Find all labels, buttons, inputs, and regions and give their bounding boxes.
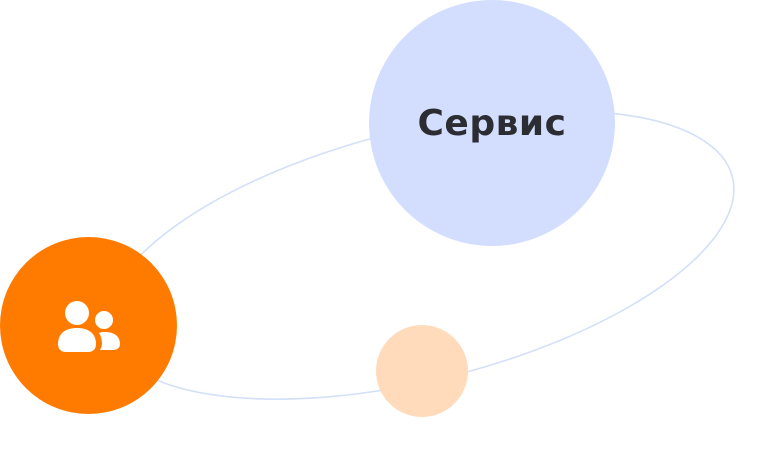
users-node <box>0 237 177 414</box>
users-icon <box>57 300 120 352</box>
small-node <box>376 325 468 417</box>
service-node: Сервис <box>369 0 615 246</box>
service-label: Сервис <box>417 102 567 144</box>
